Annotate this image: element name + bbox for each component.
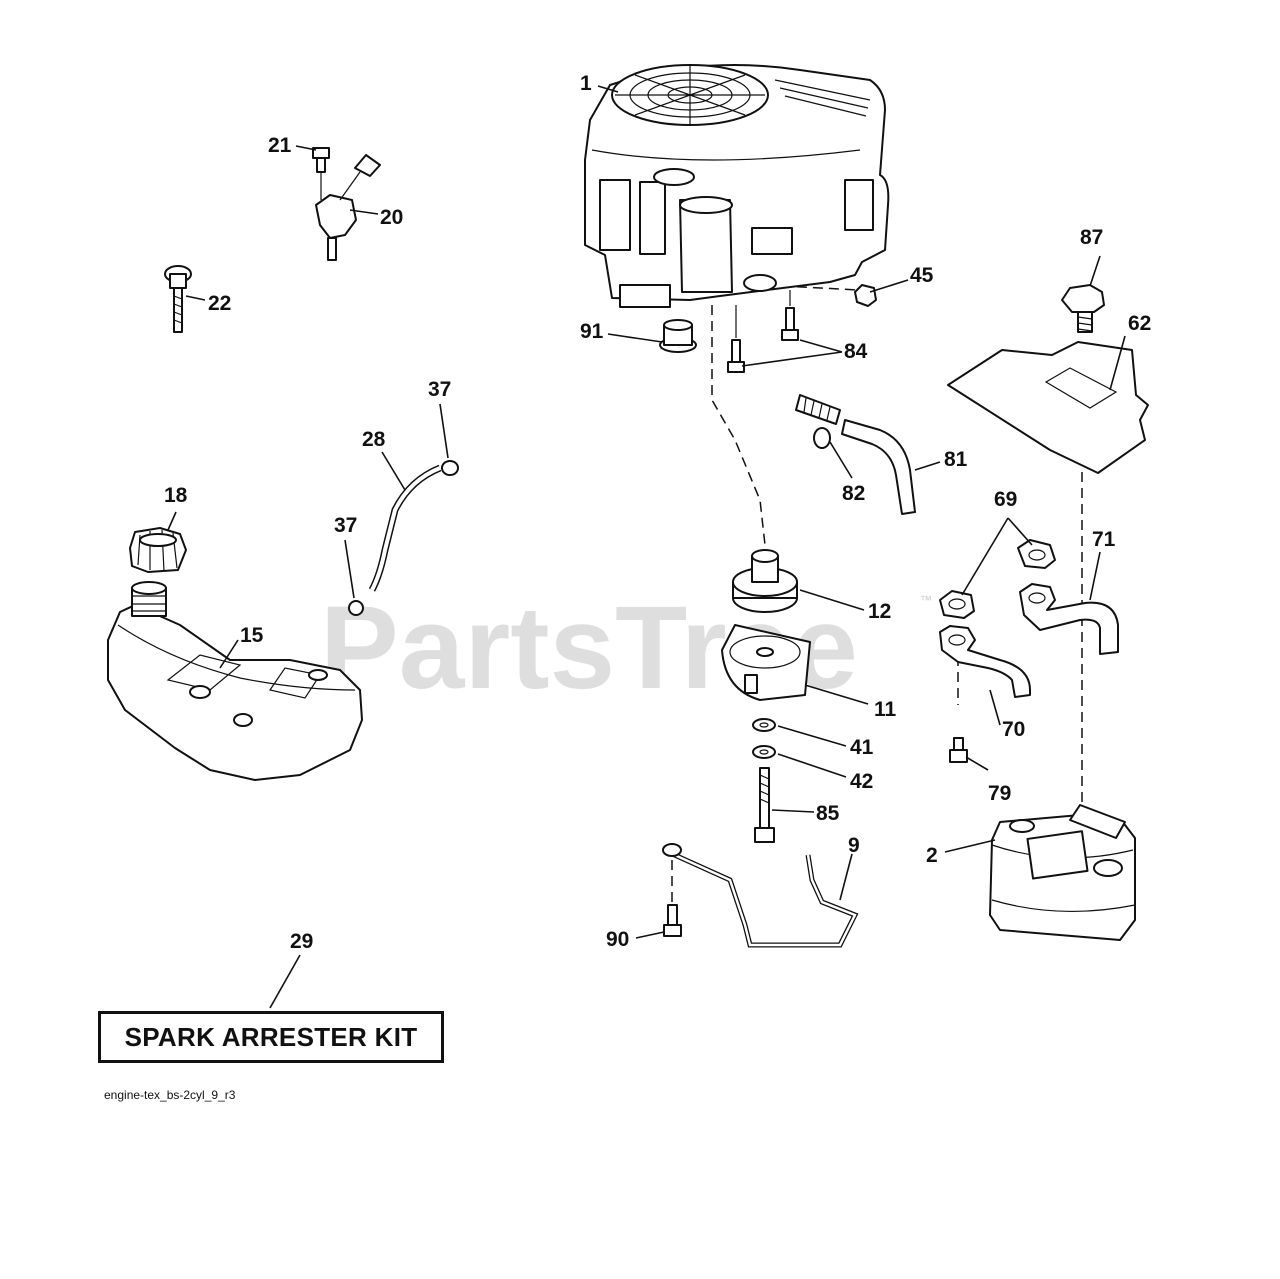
exhaust-pipe-71-part[interactable] [1019,583,1119,655]
callout-12: 12 [868,600,891,623]
callout-82: 82 [842,482,865,505]
watermark-trademark: ™ [920,593,932,607]
bolt-79-part[interactable] [949,737,968,763]
leader-lines [167,85,1126,1009]
callout-42: 42 [850,770,873,793]
exhaust-pipe-70-part[interactable] [939,625,1031,698]
callout-20: 20 [380,206,403,229]
bolt-22-part[interactable] [164,265,192,333]
bolt-85-part[interactable] [754,767,775,843]
callout-29: 29 [290,930,313,953]
callout-22: 22 [208,292,231,315]
screw-90-part[interactable] [663,904,682,937]
lockwasher-42-part[interactable] [752,745,776,759]
callout-45: 45 [910,264,934,287]
diagram-reference-code: engine-tex_bs-2cyl_9_r3 [104,1088,236,1102]
callout-69: 69 [994,488,1017,511]
callout-84: 84 [844,340,868,363]
callout-37-upper: 37 [428,378,451,401]
callout-21: 21 [268,134,292,157]
fuel-hose-81-part[interactable] [841,419,916,515]
clamp-37-lower-part[interactable] [348,600,364,616]
callout-91: 91 [580,320,604,343]
callout-2: 2 [926,844,938,867]
fuel-line-28-part[interactable] [368,464,442,592]
muffler-2-part[interactable] [989,804,1136,941]
nut-45-part[interactable] [854,284,877,307]
callout-85: 85 [816,802,840,825]
callout-labels: 1 21 20 22 45 91 84 87 62 37 28 18 37 15… [164,72,1151,953]
fuel-tank-15-part[interactable] [107,604,363,781]
assembly-lines [671,284,1083,905]
clamp-37-part[interactable] [441,460,459,476]
callout-70: 70 [1002,718,1025,741]
valve-20-part[interactable] [315,154,381,261]
bolt-84-part[interactable] [727,290,799,373]
fuel-fitting-82-part[interactable] [795,394,841,449]
callout-1: 1 [580,72,592,95]
spacer-91-part[interactable] [659,319,697,353]
rod-9-part[interactable] [662,843,859,948]
screw-21-part[interactable] [312,147,330,200]
washer-41-part[interactable] [752,718,776,732]
engine-part[interactable] [584,64,890,308]
spark-arrester-kit-label: SPARK ARRESTER KIT [124,1021,418,1052]
callout-15: 15 [240,624,264,647]
tank-neck [131,581,167,617]
callout-62: 62 [1128,312,1151,335]
callout-71: 71 [1092,528,1116,551]
callout-81: 81 [944,448,968,471]
clutch-11-part[interactable] [721,624,811,701]
callout-79: 79 [988,782,1011,805]
callout-37-lower: 37 [334,514,357,537]
callout-28: 28 [362,428,386,451]
heat-shield-62-part[interactable] [947,341,1149,474]
callout-11: 11 [874,698,897,721]
gasket-69-part[interactable] [939,539,1056,619]
callout-90: 90 [606,928,629,951]
fuel-cap-18-part[interactable] [129,527,187,573]
callout-18: 18 [164,484,188,507]
pulley-12-part[interactable] [732,549,798,613]
callout-41: 41 [850,736,874,759]
spark-arrester-kit-box[interactable]: SPARK ARRESTER KIT [98,1011,444,1063]
callout-87: 87 [1080,226,1103,249]
callout-9: 9 [848,834,860,857]
knob-87-part[interactable] [1061,284,1105,333]
